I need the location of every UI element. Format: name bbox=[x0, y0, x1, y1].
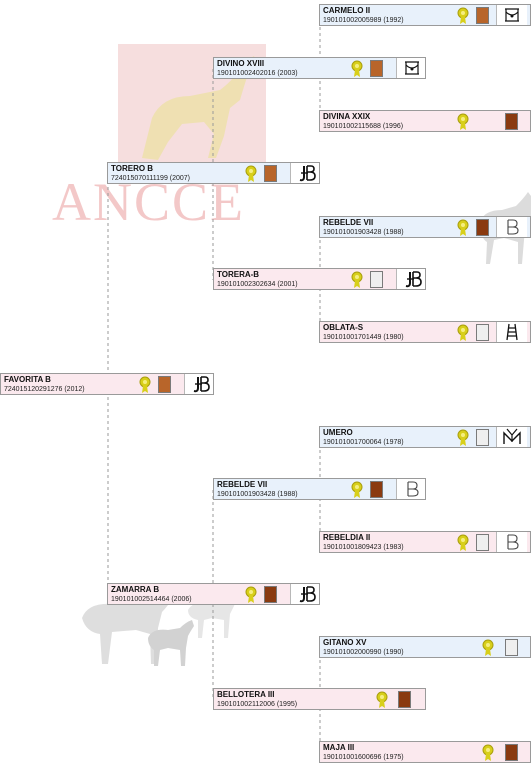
pedigree-card-sds[interactable]: REBELDE VII 190101001903428 (1988) bbox=[319, 216, 531, 238]
award-rosette-icon bbox=[351, 271, 363, 288]
award-rosette-icon bbox=[457, 429, 469, 446]
award-rosette-icon bbox=[457, 7, 469, 24]
brand-mark-box bbox=[184, 374, 213, 394]
award-rosette-icon bbox=[457, 534, 469, 551]
pedigree-card-ssd[interactable]: DIVINA XXIX 190101002115688 (1996) bbox=[319, 110, 531, 132]
award-rosette-icon bbox=[376, 691, 388, 708]
pedigree-card-dsd[interactable]: REBELDIA II 190101001809423 (1983) bbox=[319, 531, 531, 553]
registration-number: 190101001809423 (1983) bbox=[323, 544, 404, 551]
ladder-brand-icon bbox=[506, 323, 518, 341]
brand-mark-box bbox=[496, 217, 527, 237]
horse-name: MAJA III bbox=[323, 743, 355, 752]
brand-mark-box bbox=[496, 532, 527, 552]
registration-number: 190101002005989 (1992) bbox=[323, 17, 404, 24]
bridle-brand-icon bbox=[405, 61, 419, 75]
coat-color-swatch bbox=[505, 744, 518, 761]
pedigree-card-sire-sire[interactable]: DIVINO XVIII 190101002402016 (2003) bbox=[213, 57, 426, 79]
horse-name: GITANO XV bbox=[323, 638, 367, 647]
brand-mark-box bbox=[496, 322, 527, 342]
pedigree-card-subject[interactable]: FAVORITA B 724015120291276 (2012) bbox=[0, 373, 214, 395]
coat-color-swatch bbox=[505, 113, 518, 130]
pedigree-card-sss[interactable]: CARMELO II 190101002005989 (1992) bbox=[319, 4, 531, 26]
coat-color-swatch bbox=[476, 7, 489, 24]
coat-color-swatch bbox=[476, 324, 489, 341]
award-rosette-icon bbox=[482, 639, 494, 656]
jb-brand-icon bbox=[405, 271, 422, 288]
b-brand-icon bbox=[507, 219, 519, 235]
registration-number: 190101001903428 (1988) bbox=[323, 229, 404, 236]
horse-name: OBLATA-S bbox=[323, 323, 364, 332]
coat-color-swatch bbox=[264, 165, 277, 182]
horse-name: DIVINA XXIX bbox=[323, 112, 371, 121]
b-brand-icon bbox=[407, 481, 419, 497]
horse-name: REBELDIA II bbox=[323, 533, 371, 542]
registration-number: 190101002402016 (2003) bbox=[217, 70, 298, 77]
award-rosette-icon bbox=[245, 165, 257, 182]
horse-name: DIVINO XVIII bbox=[217, 59, 265, 68]
horse-name: REBELDE VII bbox=[217, 480, 268, 489]
pedigree-card-sdd[interactable]: OBLATA-S 190101001701449 (1980) bbox=[319, 321, 531, 343]
registration-number: 724015070111199 (2007) bbox=[111, 175, 191, 182]
registration-number: 190101001903428 (1988) bbox=[217, 491, 298, 498]
horse-name: BELLOTERA III bbox=[217, 690, 275, 699]
coat-color-swatch bbox=[398, 691, 411, 708]
horse-name: UMERO bbox=[323, 428, 353, 437]
award-rosette-icon bbox=[457, 324, 469, 341]
horse-name: CARMELO II bbox=[323, 6, 371, 15]
registration-number: 190101002112006 (1995) bbox=[217, 701, 298, 708]
coat-color-swatch bbox=[158, 376, 171, 393]
jb-brand-icon bbox=[193, 376, 210, 393]
jb-brand-icon bbox=[299, 586, 316, 603]
coat-color-swatch bbox=[264, 586, 277, 603]
horse-name: FAVORITA B bbox=[4, 375, 51, 384]
pedigree-card-dam-dam[interactable]: BELLOTERA III 190101002112006 (1995) bbox=[213, 688, 426, 710]
jb-brand-icon bbox=[299, 165, 316, 182]
registration-number: 190101002514464 (2006) bbox=[111, 596, 192, 603]
b-brand-icon bbox=[507, 534, 519, 550]
coat-color-swatch bbox=[370, 60, 383, 77]
brand-mark-box bbox=[396, 479, 425, 499]
ym-brand-icon bbox=[503, 428, 521, 444]
registration-number: 724015120291276 (2012) bbox=[4, 386, 85, 393]
horse-name: ZAMARRA B bbox=[111, 585, 160, 594]
award-rosette-icon bbox=[245, 586, 257, 603]
bridle-brand-icon bbox=[505, 8, 519, 22]
horse-name: TORERA-B bbox=[217, 270, 260, 279]
award-rosette-icon bbox=[351, 60, 363, 77]
coat-color-swatch bbox=[370, 481, 383, 498]
pedigree-card-sire[interactable]: TORERO B 724015070111199 (2007) bbox=[107, 162, 320, 184]
pedigree-card-dss[interactable]: UMERO 190101001700064 (1978) bbox=[319, 426, 531, 448]
horse-name: TORERO B bbox=[111, 164, 154, 173]
pedigree-card-dam-sire[interactable]: REBELDE VII 190101001903428 (1988) bbox=[213, 478, 426, 500]
award-rosette-icon bbox=[457, 219, 469, 236]
pedigree-card-dam[interactable]: ZAMARRA B 190101002514464 (2006) bbox=[107, 583, 320, 605]
award-rosette-icon bbox=[139, 376, 151, 393]
registration-number: 190101002000990 (1990) bbox=[323, 649, 404, 656]
coat-color-swatch bbox=[476, 534, 489, 551]
registration-number: 190101002302634 (2001) bbox=[217, 281, 298, 288]
pedigree-card-sire-dam[interactable]: TORERA-B 190101002302634 (2001) bbox=[213, 268, 426, 290]
award-rosette-icon bbox=[457, 113, 469, 130]
brand-mark-box bbox=[496, 5, 527, 25]
coat-color-swatch bbox=[476, 219, 489, 236]
pedigree-card-ddd[interactable]: MAJA III 190101001600696 (1975) bbox=[319, 741, 531, 763]
registration-number: 190101001700064 (1978) bbox=[323, 439, 404, 446]
coat-color-swatch bbox=[505, 639, 518, 656]
award-rosette-icon bbox=[482, 744, 494, 761]
award-rosette-icon bbox=[351, 481, 363, 498]
pedigree-card-dds[interactable]: GITANO XV 190101002000990 (1990) bbox=[319, 636, 531, 658]
registration-number: 190101001701449 (1980) bbox=[323, 334, 404, 341]
registration-number: 190101002115688 (1996) bbox=[323, 123, 404, 130]
coat-color-swatch bbox=[476, 429, 489, 446]
brand-mark-box bbox=[290, 163, 319, 183]
brand-mark-box bbox=[290, 584, 319, 604]
brand-mark-box bbox=[396, 269, 425, 289]
registration-number: 190101001600696 (1975) bbox=[323, 754, 404, 761]
brand-mark-box bbox=[496, 427, 527, 447]
coat-color-swatch bbox=[370, 271, 383, 288]
brand-mark-box bbox=[396, 58, 425, 78]
horse-name: REBELDE VII bbox=[323, 218, 374, 227]
